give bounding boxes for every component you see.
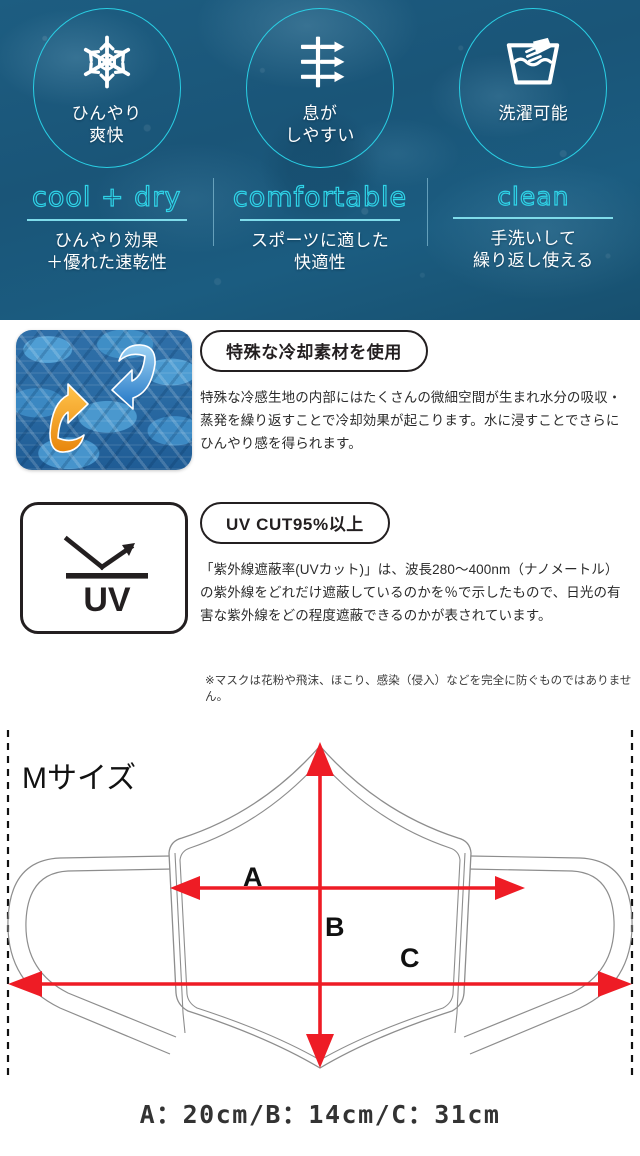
fabric-weave-texture xyxy=(16,330,192,470)
cooling-material-section: 特殊な冷却素材を使用 特殊な冷感生地の内部にはたくさんの微細空間が生まれ水分の吸… xyxy=(0,330,640,470)
dimension-arrows xyxy=(25,762,618,1048)
feature-label-comfortable: 息がしやすい xyxy=(285,104,355,145)
size-caption: A：20cm/B：14cm/C：31cm xyxy=(139,1100,501,1129)
uv-section: UV UV CUT95%以上 「紫外線遮蔽率(UVカット)」は、波長280〜40… xyxy=(0,502,640,634)
feature-label-cool: ひんやり爽快 xyxy=(71,104,142,145)
feature-english-cool: cool + dry xyxy=(31,181,182,213)
feature-description-comfortable: スポーツに適した快適性 xyxy=(250,230,390,273)
cooling-badge: 特殊な冷却素材を使用 xyxy=(200,330,428,372)
feature-english-clean: clean xyxy=(497,181,570,211)
divider-comfortable xyxy=(239,219,400,221)
hero-banner: ひんやり爽快 cool + dry ひんやり効果＋優れた速乾性 xyxy=(0,0,640,320)
feature-label-clean: 洗濯可能 xyxy=(498,104,569,123)
feature-description-cool: ひんやり効果＋優れた速乾性 xyxy=(46,230,168,273)
feature-circle-clean: 洗濯可能 xyxy=(459,8,608,168)
divider-clean xyxy=(453,217,614,219)
uv-reflection-icon: UV xyxy=(20,502,188,634)
dimension-label-a: A xyxy=(243,862,263,892)
snowflake-icon xyxy=(78,31,136,93)
size-title: Mサイズ xyxy=(22,762,137,795)
size-diagram-section: Mサイズ A B C A：20cm/B：14cm/C：31cm xyxy=(0,706,640,1156)
uv-icon-wrap: UV xyxy=(0,502,200,634)
feature-description-clean: 手洗いして繰り返し使える xyxy=(473,228,594,271)
uv-badge: UV CUT95%以上 xyxy=(200,502,390,544)
dimension-label-c: C xyxy=(400,943,420,973)
uv-body-text: 「紫外線遮蔽率(UVカット)」は、波長280〜400nm（ナノメートル）の紫外線… xyxy=(200,562,621,624)
hero-columns: ひんやり爽快 cool + dry ひんやり効果＋優れた速乾性 xyxy=(0,0,640,320)
hero-column-clean: 洗濯可能 clean 手洗いして繰り返し使える xyxy=(426,0,640,320)
measurement-guide-lines xyxy=(6,730,634,1076)
cooling-body-text: 特殊な冷感生地の内部にはたくさんの微細空間が生まれ水分の吸収・蒸発を繰り返すこと… xyxy=(200,390,622,452)
hand-wash-basin-icon xyxy=(505,31,561,93)
hero-column-cool-dry: ひんやり爽快 cool + dry ひんやり効果＋優れた速乾性 xyxy=(0,0,213,320)
divider-cool xyxy=(26,219,187,221)
cooling-image-wrap xyxy=(0,330,200,470)
hero-column-comfortable: 息がしやすい comfortable スポーツに適した快適性 xyxy=(213,0,426,320)
feature-english-comfortable: comfortable xyxy=(232,181,408,213)
feature-circle-comfortable: 息がしやすい xyxy=(245,8,394,168)
feature-circle-cool: ひんやり爽快 xyxy=(32,8,181,168)
uv-icon-text: UV xyxy=(83,581,131,619)
cooling-text-wrap: 特殊な冷却素材を使用 特殊な冷感生地の内部にはたくさんの微細空間が生まれ水分の吸… xyxy=(200,330,640,470)
dimension-label-b: B xyxy=(325,912,345,942)
uv-text-wrap: UV CUT95%以上 「紫外線遮蔽率(UVカット)」は、波長280〜400nm… xyxy=(200,502,640,634)
airflow-breathability-icon xyxy=(290,31,350,93)
disclaimer-note: ※マスクは花粉や飛沫、ほこり、感染（侵入）などを完全に防ぐものではありません。 xyxy=(205,675,632,703)
cooling-fabric-macro-photo xyxy=(16,330,192,470)
